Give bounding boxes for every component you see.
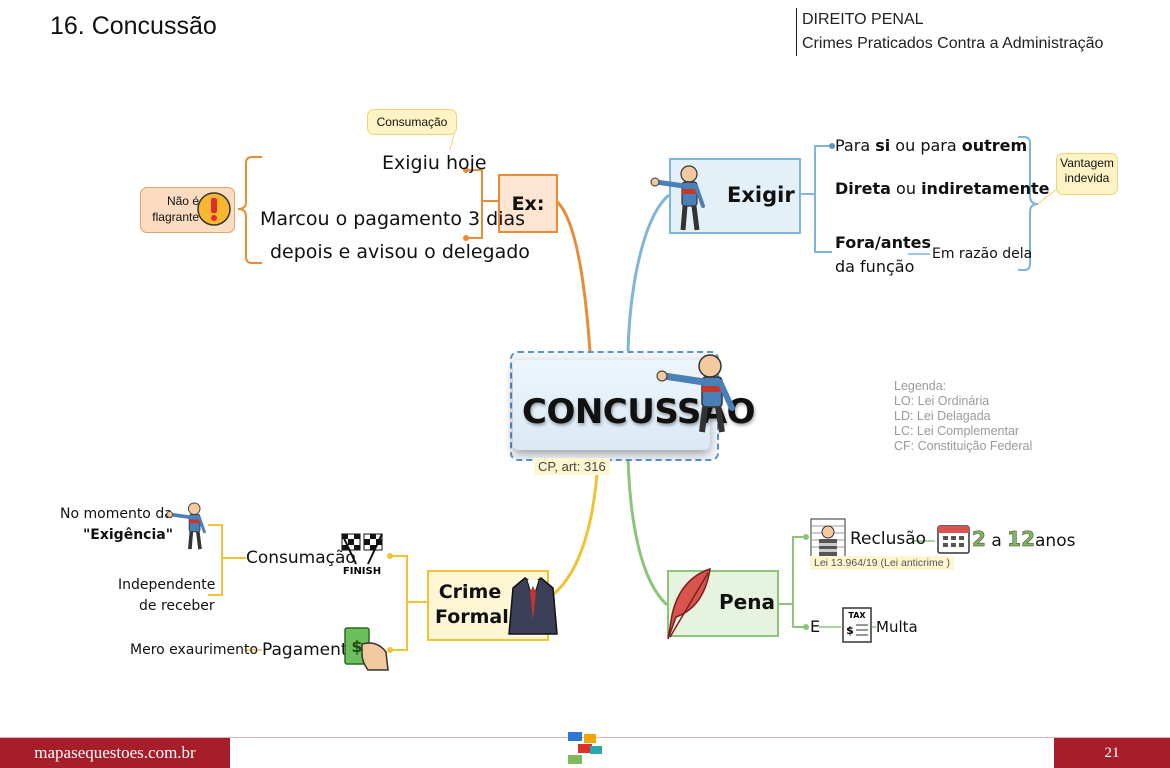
text-direta: Direta [835, 179, 891, 198]
subject-label: DIREITO PENAL [802, 11, 924, 28]
mero-exaurimento: Mero exaurimento [130, 642, 259, 658]
legend-cf: CF: Constituição Federal [894, 439, 1033, 453]
topic-label: Crimes Praticados Contra a Administração [802, 35, 1104, 52]
svg-text:$: $ [351, 637, 362, 656]
pena-anos: anos [1035, 531, 1076, 551]
header-subject: DIREITO PENAL Crimes Praticados Contra a… [796, 8, 1103, 56]
svg-text:$: $ [846, 624, 854, 637]
prisoner-icon [810, 518, 846, 558]
text-indiretamente: indiretamente [921, 179, 1050, 198]
independente-line2: de receber [139, 598, 215, 614]
finish-flags-icon: FINISH [341, 533, 383, 577]
legend-lc: LC: Lei Complementar [894, 424, 1020, 438]
crime-formal-node: Crime Formal [427, 570, 558, 641]
legend-title: Legenda: [894, 379, 947, 393]
page-number: 21 [1054, 738, 1170, 768]
warning-icon [197, 192, 231, 226]
crime-line2: Formal [435, 606, 509, 628]
calendar-icon [937, 525, 970, 554]
pena-label: Pena [719, 590, 775, 614]
text-da-funcao: da função [835, 257, 915, 276]
angry-man-mini-icon [166, 502, 206, 550]
multa-label: Multa [876, 618, 918, 636]
tax-document-icon: TAX $ [842, 607, 872, 643]
suit-icon [508, 577, 558, 635]
text-outrem: outrem [961, 136, 1028, 155]
text-si: si [875, 136, 891, 155]
legend-lo: LO: Lei Ordinária [894, 394, 990, 408]
money-hand-icon: $ [344, 627, 389, 671]
flag-line1: Não é [166, 194, 199, 208]
example-item-marcou: Marcou o pagamento 3 dias [260, 208, 526, 230]
vantagem-line2: indevida [1064, 171, 1110, 185]
crime-pagamento: Pagamento [262, 640, 358, 660]
vantagem-callout: Vantagem indevida [1056, 153, 1118, 195]
angry-man-small-icon [650, 165, 705, 231]
independente-line1: Independente [118, 577, 216, 593]
legend: Legenda: LO: Lei Ordinária LD: Lei Delag… [894, 379, 1032, 454]
pena-min: 2 [972, 527, 986, 552]
example-item-avisou: depois e avisou o delegado [270, 241, 530, 263]
consumacao-callout: Consumação [367, 109, 457, 135]
pena-max: 12 [1007, 527, 1035, 552]
site-logo-icon [568, 732, 602, 764]
crime-formal-label: Crime Formal [435, 580, 509, 630]
exigir-item-fora: Fora/antes da função [835, 231, 931, 279]
flag-line2: flagrante [152, 210, 199, 224]
text-ou: ou [890, 179, 922, 198]
crime-consumacao: Consumação [246, 548, 356, 568]
angry-man-icon [656, 354, 735, 433]
pena-e: E [810, 617, 821, 636]
reclusao-label: Reclusão [850, 529, 927, 549]
crime-line1: Crime [438, 581, 502, 603]
vantagem-line1: Vantagem [1060, 156, 1114, 170]
momento-line1: No momento da [60, 506, 173, 522]
exigir-item-direta: Direta ou indiretamente [835, 179, 1049, 198]
legal-reference: CP, art: 316 [534, 458, 610, 475]
page-title: 16. Concussão [50, 12, 217, 40]
quill-icon [667, 567, 711, 640]
exigir-item-si-outrem: Para si ou para outrem [835, 136, 1027, 155]
tax-text: TAX [848, 611, 866, 620]
finish-text: FINISH [343, 566, 381, 577]
pena-node: Pena [667, 570, 779, 637]
momento-line2: "Exigência" [83, 527, 174, 543]
footer-site: mapasequestoes.com.br [0, 738, 230, 768]
nao-flagrante-callout: Não é flagrante [140, 187, 235, 233]
example-item-exigiu: Exigiu hoje [382, 152, 487, 174]
anticrime-reference: Lei 13.964/19 (Lei anticrime ) [810, 556, 954, 570]
em-razao-dela: Em razão dela [932, 246, 1033, 262]
text-fora-antes: Fora/antes [835, 233, 932, 252]
example-node: Ex: [498, 174, 558, 233]
pena-range: 2 a 12anos [972, 527, 1076, 552]
exigir-label: Exigir [727, 183, 795, 207]
text-ou-para: ou para [890, 136, 962, 155]
exigir-node: Exigir [650, 158, 801, 234]
pena-a: a [985, 531, 1008, 551]
legend-ld: LD: Lei Delagada [894, 409, 991, 423]
text-para: Para [835, 136, 876, 155]
